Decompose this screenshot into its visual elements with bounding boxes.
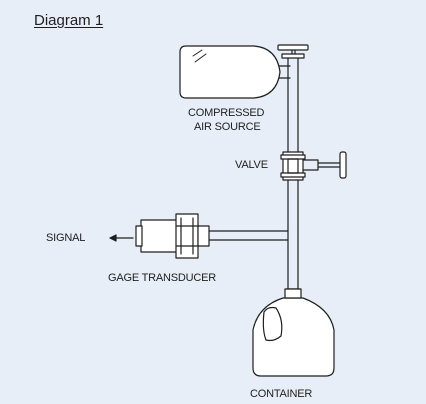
air-supply-pipe — [287, 65, 299, 153]
transducer-pipe — [208, 230, 289, 241]
container-label: CONTAINER — [250, 388, 313, 400]
arrow-left-icon — [109, 234, 134, 242]
transducer-icon — [135, 213, 210, 259]
diagram-title: Diagram 1 — [34, 12, 104, 29]
compressed-air-label-line1: COMPRESSED — [188, 107, 265, 119]
gage-transducer-label: GAGE TRANSDUCER — [108, 272, 217, 284]
container-supply-pipe — [287, 179, 299, 290]
compressed-air-label-line2: AIR SOURCE — [194, 121, 261, 133]
gas-cylinder-icon — [179, 44, 309, 99]
signal-label: SIGNAL — [46, 232, 86, 244]
jug-container-icon — [252, 288, 335, 377]
valve-label: VALVE — [235, 159, 268, 171]
valve-icon — [280, 151, 347, 181]
